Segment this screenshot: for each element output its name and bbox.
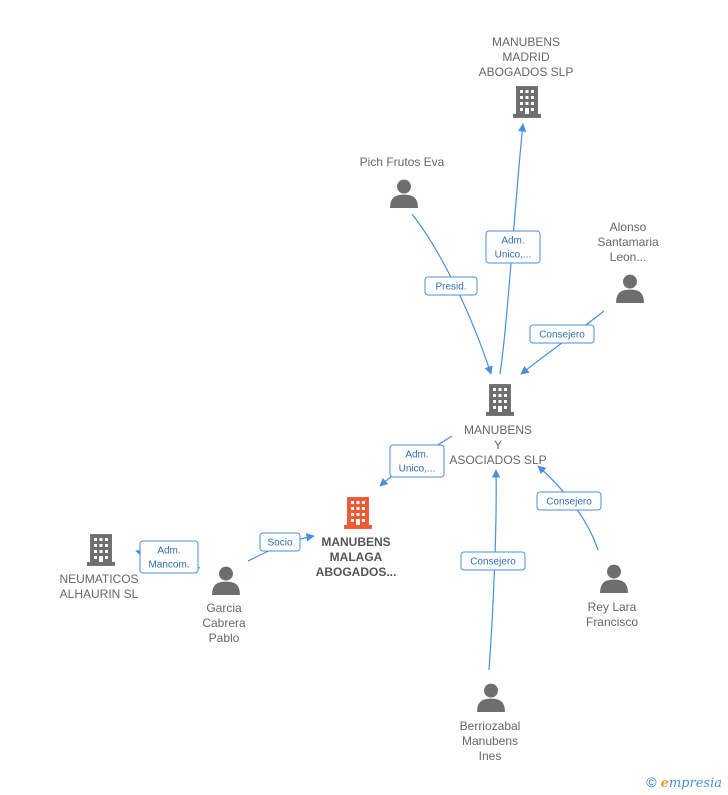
edge-relation: Adm. Unico,... (379, 435, 453, 487)
building-icon (486, 384, 514, 416)
edge-label-text: Adm. (501, 236, 524, 247)
person-icon (477, 683, 505, 712)
node-label: ASOCIADOS SLP (449, 453, 546, 467)
edge-label[interactable]: Consejero (529, 324, 595, 344)
person-icon (212, 566, 240, 595)
node-label: Pich Frutos Eva (360, 155, 445, 169)
node-label: Rey Lara (588, 600, 637, 614)
edge-label[interactable]: Adm. Unico,... (389, 444, 445, 478)
node-label: Berriozabal (460, 719, 521, 733)
node-label: Ines (479, 749, 502, 763)
edge-label[interactable]: Presid. (424, 276, 478, 296)
edge-label-text: Unico,... (399, 464, 436, 475)
node-label: MANUBENS (464, 423, 532, 437)
edge-label[interactable]: Consejero (460, 551, 526, 571)
building-icon (513, 86, 541, 118)
edge-label-text: Consejero (546, 497, 592, 508)
node-label: MADRID (502, 50, 550, 64)
edge-label-box (536, 491, 602, 511)
edge-label[interactable]: Adm. Unico,... (485, 230, 541, 264)
building-icon (87, 534, 115, 566)
person-icon (390, 179, 418, 208)
edge-relation: Consejero (520, 310, 605, 375)
node-malaga[interactable]: MANUBENSMALAGAABOGADOS... (316, 497, 397, 579)
node-label: MANUBENS (492, 35, 560, 49)
edge-relation: Consejero (536, 465, 602, 551)
node-label: Leon... (610, 250, 647, 264)
edge-label-text: Adm. (405, 450, 428, 461)
edge-relation: Presid. (411, 213, 493, 375)
node-label: Santamaria (597, 235, 659, 249)
node-label: Alonso (610, 220, 647, 234)
edge-label[interactable]: Consejero (536, 491, 602, 511)
footer-brand: ©empresia (646, 774, 722, 791)
edge-relation: Consejero (460, 469, 526, 671)
edge-label-text: Consejero (470, 557, 516, 568)
edge-label-box (460, 551, 526, 571)
node-label: Y (494, 438, 502, 452)
node-alonso[interactable]: AlonsoSantamariaLeon... (597, 220, 659, 303)
node-label: MANUBENS (321, 535, 390, 549)
edge-label-text: Presid. (435, 282, 466, 293)
edge-label-box (424, 276, 478, 296)
node-label: MALAGA (330, 550, 383, 564)
person-icon (600, 564, 628, 593)
person-icon (616, 274, 644, 303)
node-label: Francisco (586, 615, 638, 629)
node-label: NEUMATICOS (59, 572, 138, 586)
edge-label-box (139, 540, 199, 574)
edge-label-text: Unico,... (495, 250, 532, 261)
edge-label-box (485, 230, 541, 264)
edge-relation: Socio (247, 532, 315, 562)
node-label: ABOGADOS SLP (479, 65, 574, 79)
node-label: Pablo (209, 631, 240, 645)
edge-label-text: Consejero (539, 330, 585, 341)
node-label: Manubens (462, 734, 518, 748)
edge-label[interactable]: Adm. Mancom. (139, 540, 199, 574)
edge-label-box (259, 532, 301, 552)
edge-label-box (389, 444, 445, 478)
edge-label-text: Mancom. (148, 560, 189, 571)
node-label: ALHAURIN SL (60, 587, 139, 601)
node-pich[interactable]: Pich Frutos Eva (360, 155, 445, 208)
edge-relation: Adm. Mancom. (135, 540, 201, 574)
edge-label-text: Adm. (157, 546, 180, 557)
brand-logo: empresia (660, 776, 722, 791)
edge-label[interactable]: Socio (259, 532, 301, 552)
node-label: Cabrera (202, 616, 246, 630)
edge-relation: Adm. Unico,... (485, 123, 541, 375)
edge-label-box (529, 324, 595, 344)
node-label: ABOGADOS... (316, 565, 397, 579)
building-icon (344, 497, 372, 529)
copyright-icon: © (646, 774, 657, 790)
node-label: Garcia (206, 601, 242, 615)
edge-label-text: Socio (267, 538, 292, 549)
